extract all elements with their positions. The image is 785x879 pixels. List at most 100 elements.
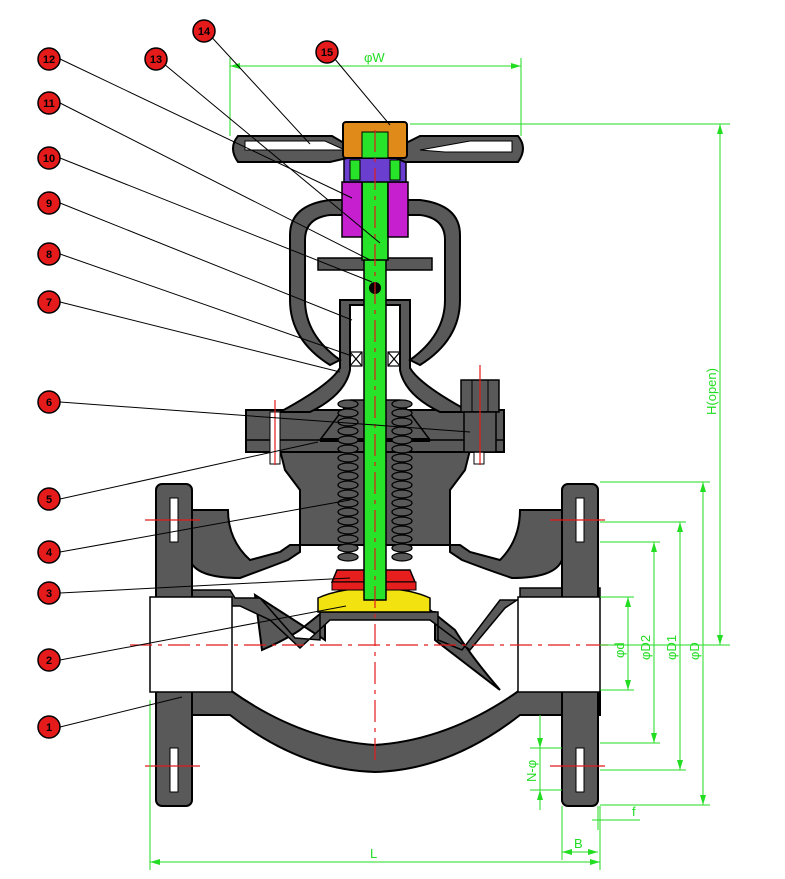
callout-number: 13	[150, 54, 162, 66]
dim-d2-label: φD2	[638, 635, 653, 660]
leader-lines	[59, 30, 471, 728]
bellows-coil	[337, 462, 359, 472]
callout-4: 4	[37, 540, 61, 564]
callout-circle	[144, 47, 168, 71]
callout-2: 2	[37, 648, 61, 672]
bellows-coil	[337, 507, 359, 517]
callout-number: 7	[46, 297, 52, 309]
dimension-labels: φW H(open) φD φD1 φD2 φd N-φ f B L	[364, 50, 719, 861]
callout-number: 8	[46, 249, 52, 261]
callout-circle	[37, 715, 61, 739]
bellows-coil	[337, 417, 359, 427]
callout-circle	[37, 290, 61, 314]
bellows-coil	[337, 480, 359, 490]
dim-n-phi-label: N-φ	[524, 760, 539, 782]
callout-circle	[37, 648, 61, 672]
bellows-coil	[337, 525, 359, 535]
callout-number: 5	[46, 494, 52, 506]
bellows-coil	[391, 534, 413, 544]
bellows-coil	[337, 435, 359, 445]
bellows-coil	[391, 417, 413, 427]
right-bolt-hole-bottom	[575, 747, 585, 793]
bellows-coil	[337, 516, 359, 526]
callout-number: 2	[46, 655, 52, 667]
centerlines	[130, 130, 615, 767]
callout-number: 3	[46, 588, 52, 600]
callout-15: 15	[315, 40, 339, 64]
left-bolt-hole-bottom	[169, 747, 179, 793]
bellows-coil	[391, 399, 413, 409]
callout-12: 12	[37, 47, 61, 71]
dim-w-label: φW	[364, 50, 385, 65]
bellows-coil	[391, 444, 413, 454]
yoke	[289, 199, 461, 367]
callout-circle	[37, 242, 61, 266]
bellows-coil	[391, 543, 413, 553]
callout-number: 14	[198, 26, 211, 38]
callout-circle	[37, 540, 61, 564]
bellows-coil	[337, 426, 359, 436]
callout-circle	[192, 19, 216, 43]
callout-6: 6	[37, 390, 61, 414]
bellows-coil	[337, 408, 359, 418]
bellows-coil	[337, 444, 359, 454]
bellows-coil	[391, 552, 413, 562]
callout-circle	[37, 390, 61, 414]
dim-l-label: L	[370, 846, 377, 861]
callout-circle	[37, 581, 61, 605]
callout-number: 4	[46, 547, 53, 559]
callout-circle	[37, 487, 61, 511]
callout-11: 11	[37, 91, 61, 115]
dim-d-small-label: φd	[612, 642, 627, 658]
callout-number: 10	[43, 153, 55, 165]
callout-number: 15	[321, 47, 333, 59]
packing	[349, 351, 401, 367]
bellows-coil	[391, 471, 413, 481]
bore-wall-top	[159, 587, 601, 652]
callout-circle	[37, 191, 61, 215]
dim-b-label: B	[574, 836, 583, 851]
bellows-coil	[391, 498, 413, 508]
bellows-coil	[391, 525, 413, 535]
handwheel	[232, 121, 524, 163]
callout-8: 8	[37, 242, 61, 266]
bellows-coil	[337, 453, 359, 463]
bellows-coil	[391, 516, 413, 526]
callout-9: 9	[37, 191, 61, 215]
bellows-coil	[391, 489, 413, 499]
callout-number: 9	[46, 198, 52, 210]
bellows-coil	[337, 489, 359, 499]
callout-10: 10	[37, 146, 61, 170]
bellows-coil	[391, 462, 413, 472]
bellows-coil	[391, 507, 413, 517]
bellows-coil	[391, 453, 413, 463]
dimension-arrows	[150, 63, 723, 865]
callout-circle	[315, 40, 339, 64]
bellows-coil	[391, 426, 413, 436]
dim-d-label: φD	[687, 642, 702, 660]
callout-7: 7	[37, 290, 61, 314]
bellows-coils	[337, 399, 413, 562]
bellows-coil	[391, 435, 413, 445]
bellows-coil	[391, 480, 413, 490]
bellows-coil	[337, 399, 359, 409]
dimension-lines	[149, 58, 730, 870]
dim-h-open-label: H(open)	[704, 368, 719, 415]
bellows-coil	[337, 552, 359, 562]
callout-number: 1	[46, 722, 52, 734]
callout-number: 6	[46, 397, 52, 409]
callout-circle	[37, 146, 61, 170]
bellows-coil	[337, 543, 359, 553]
body-bowl	[159, 689, 601, 774]
callout-number: 11	[43, 98, 55, 110]
callout-number: 12	[43, 54, 55, 66]
dim-f-label: f	[632, 804, 636, 819]
bellows-coil	[391, 408, 413, 418]
bellows-coil	[337, 534, 359, 544]
bellows-coil	[337, 471, 359, 481]
callout-circle	[37, 91, 61, 115]
callout-3: 3	[37, 581, 61, 605]
callout-13: 13	[144, 47, 168, 71]
callout-1: 1	[37, 715, 61, 739]
